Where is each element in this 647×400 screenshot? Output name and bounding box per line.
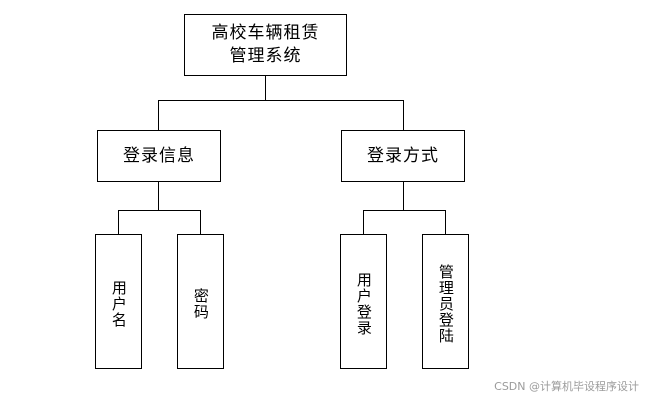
connector-to-user-login [363,210,364,234]
node-admin-login-label: 管理员登陆 [436,263,455,344]
node-login-method: 登录方式 [341,130,465,182]
connector-to-login-info [158,100,159,130]
node-password: 密码 [177,234,224,369]
node-root-line1: 高校车辆租赁 [211,23,320,44]
watermark-text: CSDN @计算机毕设程序设计 [494,380,639,393]
connector-login-info-bus [118,210,200,211]
node-password-label: 密码 [191,287,210,320]
connector-to-username [118,210,119,234]
connector-login-method-bus [363,210,445,211]
node-root-text: 高校车辆租赁 管理系统 [212,22,320,68]
node-user-login-label: 用户登录 [354,271,373,336]
connector-root-stem [265,76,266,100]
connector-login-method-stem [403,182,404,210]
connector-to-password [200,210,201,234]
connector-root-bus [158,100,403,101]
node-root: 高校车辆租赁 管理系统 [184,14,347,76]
node-admin-login: 管理员登陆 [422,234,469,369]
node-username-label: 用户名 [109,279,128,328]
node-user-login: 用户登录 [340,234,387,369]
node-login-info-label: 登录信息 [123,145,195,166]
connector-to-login-method [403,100,404,130]
node-root-line2: 管理系统 [229,46,302,66]
connector-to-admin-login [445,210,446,234]
node-login-info: 登录信息 [97,130,221,182]
node-username: 用户名 [95,234,142,369]
connector-login-info-stem [158,182,159,210]
node-login-method-label: 登录方式 [367,145,439,166]
